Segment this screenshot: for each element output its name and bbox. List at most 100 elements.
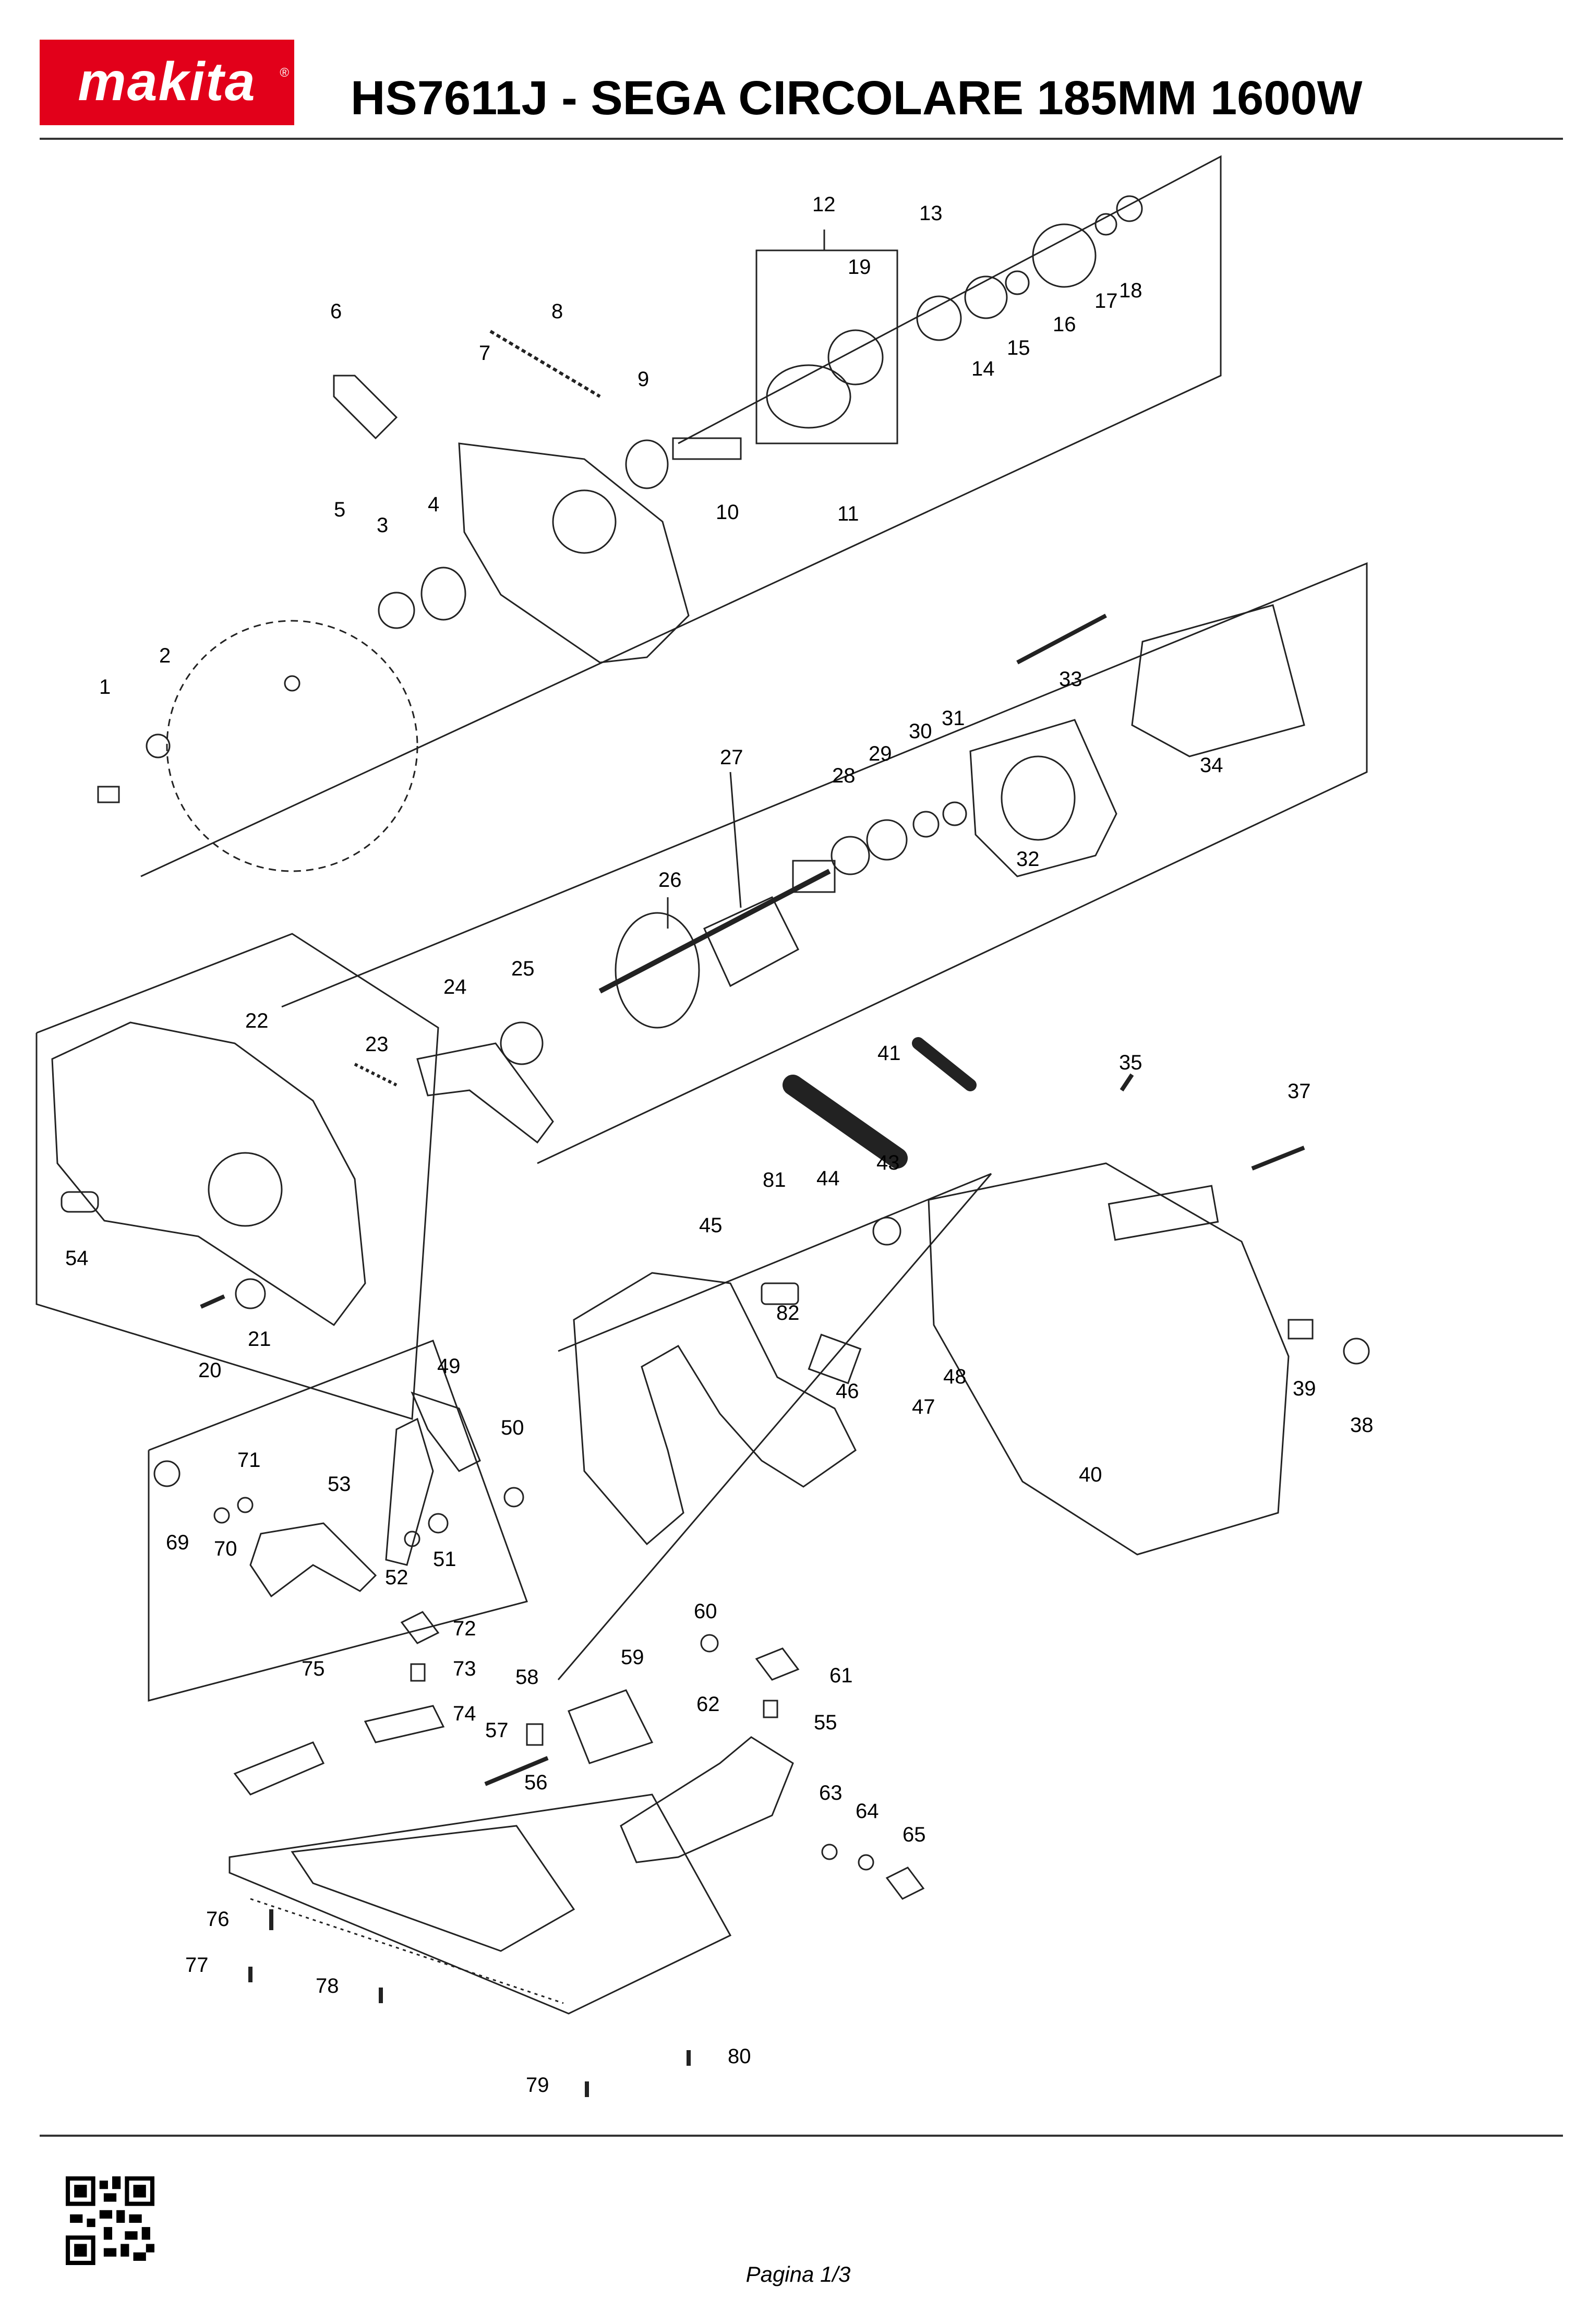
exploded-parts-diagram: 1 2 3 4 5 6 7 8 9 10 11 12 13 14 15 16 1… — [0, 146, 1588, 2128]
callout-8: 8 — [551, 300, 563, 323]
makita-logo: makita ® — [40, 40, 294, 125]
retaining-ring — [420, 567, 466, 621]
base-plate — [228, 1793, 732, 2015]
angle-guide-62 — [620, 1736, 794, 1863]
callout-24: 24 — [443, 976, 467, 998]
callout-81: 81 — [763, 1169, 786, 1191]
armature-shaft — [598, 869, 831, 994]
callout-74: 74 — [453, 1702, 476, 1725]
callout-45: 45 — [699, 1214, 723, 1237]
lock-lever — [333, 375, 398, 440]
base-slot — [291, 1825, 575, 1952]
callout-12: 12 — [812, 193, 836, 216]
washer-70 — [213, 1507, 230, 1524]
pin-21 — [235, 1278, 266, 1309]
callout-3: 3 — [377, 514, 388, 537]
callout-82: 82 — [776, 1302, 800, 1324]
arm-49 — [411, 1391, 481, 1472]
panel-outline-housing — [557, 1173, 992, 1680]
callout-13: 13 — [919, 202, 943, 225]
callout-29: 29 — [869, 742, 892, 765]
callout-18: 18 — [1119, 279, 1142, 302]
callout-43: 43 — [876, 1151, 900, 1174]
footer-divider — [40, 2135, 1563, 2137]
nut-51 — [428, 1513, 449, 1534]
ring-17 — [1094, 213, 1117, 236]
callout-box-12 — [755, 249, 898, 444]
callout-20: 20 — [198, 1359, 222, 1382]
callout-78: 78 — [316, 1974, 339, 1997]
washer-30 — [912, 811, 940, 838]
logo-text: makita — [78, 52, 256, 112]
callout-32: 32 — [1016, 848, 1040, 871]
tube-41 — [783, 1075, 908, 1169]
washer-15 — [1005, 270, 1030, 295]
callout-51: 51 — [433, 1548, 456, 1571]
callout-14: 14 — [971, 357, 995, 380]
callout-33: 33 — [1059, 668, 1082, 691]
callout-1: 1 — [99, 676, 111, 699]
panel-outline-top — [140, 155, 1222, 877]
callout-11: 11 — [837, 502, 859, 525]
callout-64: 64 — [856, 1800, 879, 1823]
callout-62: 62 — [696, 1693, 720, 1716]
pin-58 — [526, 1723, 544, 1746]
page-number: Pagina 1/3 — [745, 2262, 851, 2286]
callout-39: 39 — [1293, 1377, 1316, 1400]
callout-76: 76 — [206, 1908, 230, 1931]
guide-59 — [568, 1689, 654, 1764]
callout-65: 65 — [903, 1823, 926, 1846]
callout-75: 75 — [302, 1657, 325, 1680]
bevel-quadrant — [385, 1417, 434, 1566]
callout-80: 80 — [728, 2045, 751, 2068]
bearing-28 — [831, 836, 870, 875]
callout-23: 23 — [365, 1033, 389, 1056]
washer-71 — [237, 1497, 254, 1513]
saw-blade — [166, 620, 418, 872]
o-ring-19 — [827, 329, 884, 386]
callout-77: 77 — [185, 1954, 209, 1977]
commutator — [792, 860, 836, 893]
baffle-bore — [1001, 755, 1076, 841]
spring-8 — [489, 330, 601, 398]
registered-mark: ® — [280, 66, 289, 80]
knob-54 — [61, 1191, 99, 1213]
header-divider — [40, 138, 1563, 140]
inner-flange — [378, 592, 415, 629]
callout-63: 63 — [819, 1781, 843, 1804]
motor-housing — [928, 1162, 1290, 1556]
gear-16 — [1032, 223, 1097, 288]
washer-31 — [942, 801, 967, 826]
callout-44: 44 — [816, 1167, 840, 1190]
callout-9: 9 — [637, 368, 649, 391]
hex-bolt — [97, 786, 120, 803]
callout-41: 41 — [877, 1042, 901, 1065]
bearing-25 — [500, 1021, 544, 1065]
screw-20 — [200, 1294, 225, 1309]
screw-37 — [1251, 1146, 1305, 1171]
plate-74 — [364, 1705, 445, 1743]
bearing-18 — [1116, 195, 1143, 222]
callout-54: 54 — [65, 1247, 89, 1270]
ring-50 — [503, 1487, 524, 1508]
callout-34: 34 — [1200, 754, 1223, 777]
panel-outline-lever — [148, 1340, 528, 1702]
armature-fan — [615, 912, 700, 1029]
callout-17: 17 — [1094, 290, 1118, 312]
callout-47: 47 — [912, 1395, 935, 1418]
callout-72: 72 — [453, 1617, 476, 1640]
callout-4: 4 — [428, 493, 439, 516]
callout-25: 25 — [511, 957, 535, 980]
bearing-box — [766, 364, 851, 429]
wing-bolt-72 — [400, 1611, 440, 1644]
callout-48: 48 — [943, 1365, 967, 1388]
spring-73 — [410, 1663, 426, 1682]
screw-35 — [1120, 1073, 1134, 1092]
callout-22: 22 — [245, 1009, 269, 1032]
washer-52 — [404, 1531, 420, 1547]
label-plate — [1108, 1185, 1219, 1241]
screw-33 — [1016, 613, 1107, 665]
base-scale — [250, 1898, 564, 2004]
callout-50: 50 — [501, 1416, 524, 1439]
washer-64 — [858, 1854, 874, 1871]
